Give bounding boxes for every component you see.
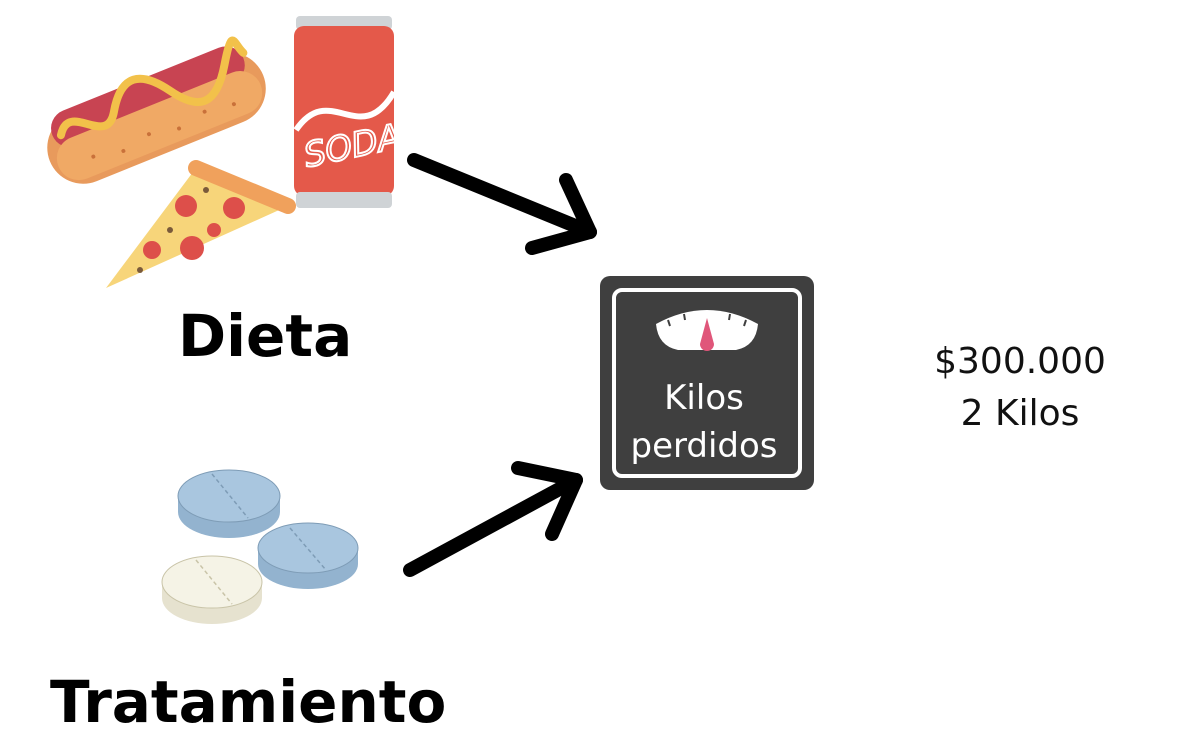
- bathroom-scale-icon: [600, 276, 814, 490]
- diet-label: Dieta: [178, 302, 353, 370]
- pills-icon: [161, 469, 359, 624]
- scale-label-line1: Kilos: [664, 378, 744, 418]
- arrow-diet-to-scale: [407, 153, 597, 255]
- pizza-slice-icon: [106, 160, 296, 288]
- result-cost: $300.000: [934, 341, 1106, 382]
- scale-label-line2: perdidos: [630, 426, 778, 466]
- arrow-treatment-to-scale: [403, 461, 583, 577]
- hotdog-icon: [47, 36, 266, 184]
- result-kilos: 2 Kilos: [960, 393, 1080, 434]
- scale-label: Kilos perdidos: [614, 374, 794, 470]
- result-box: $300.000 2 Kilos: [900, 336, 1140, 440]
- treatment-label: Tratamiento: [50, 668, 447, 736]
- soda-can-icon: SODA: [293, 16, 405, 208]
